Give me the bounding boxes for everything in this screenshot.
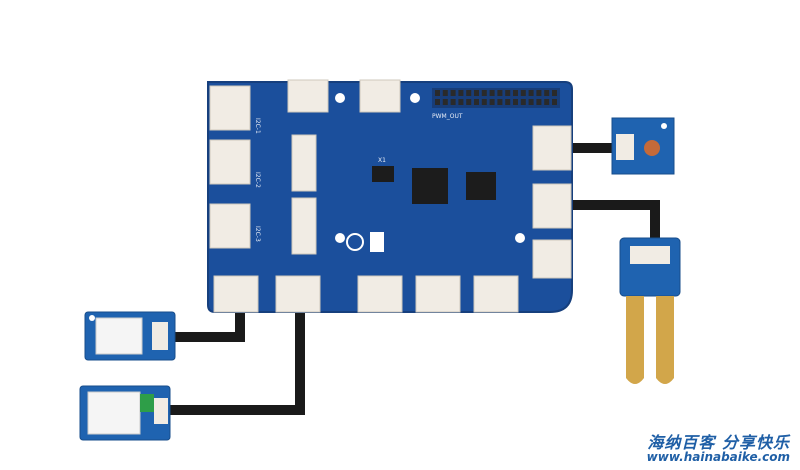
chip-secondary <box>466 172 496 200</box>
mount-hole-2 <box>410 93 420 103</box>
relay-body <box>87 391 141 435</box>
connector-bottom-4 <box>415 275 461 313</box>
cables <box>168 143 660 415</box>
header-pin <box>513 99 518 105</box>
silk-i2c-3: I2C-3 <box>254 226 261 242</box>
light-sensor-photocell <box>644 140 660 156</box>
pin-header <box>432 88 560 108</box>
hub-board: I2C-1 I2C-2 I2C-3 PWM_OUT X1 <box>207 79 573 313</box>
mount-hole-4 <box>515 233 525 243</box>
hub-logo <box>346 233 364 251</box>
connector-center-2 <box>291 197 317 255</box>
cable-relay <box>168 305 305 415</box>
header-pin <box>450 90 456 96</box>
moisture-probe-right <box>656 296 674 384</box>
dht-hole <box>89 315 95 321</box>
header-pin <box>435 90 440 96</box>
header-pin <box>528 90 534 96</box>
connector-top-1 <box>287 79 329 113</box>
header-pin <box>552 90 557 96</box>
connector-bottom-1 <box>213 275 259 313</box>
watermark-title: 海纳百客 分享快乐 <box>647 432 790 452</box>
header-pin <box>458 90 464 96</box>
header-pin <box>442 90 448 96</box>
hub-badge <box>370 232 384 252</box>
header-pin <box>520 90 526 96</box>
header-pin <box>497 90 503 96</box>
chip-main <box>412 168 448 204</box>
header-pin <box>450 99 456 105</box>
header-pin <box>544 99 550 105</box>
dht-grille <box>95 317 143 355</box>
soil-moisture-sensor-icon <box>619 237 681 384</box>
header-pin <box>520 99 526 105</box>
connector-left-3 <box>209 203 251 249</box>
header-pin <box>536 90 542 96</box>
connector-right-3 <box>532 239 572 279</box>
connector-bottom-3 <box>357 275 403 313</box>
cable-temp-humidity <box>168 305 245 342</box>
moisture-probe-left <box>626 296 644 384</box>
header-pin <box>489 90 495 96</box>
connector-right-2 <box>532 183 572 229</box>
relay-module-icon <box>79 385 171 441</box>
light-sensor-connector <box>616 134 634 160</box>
relay-terminal <box>140 394 154 412</box>
silk-i2c-1: I2C-1 <box>254 118 261 134</box>
header-pin <box>481 90 487 96</box>
header-pin <box>458 99 464 105</box>
header-pin <box>474 99 479 105</box>
header-pin <box>528 99 534 105</box>
header-pin <box>466 90 472 96</box>
light-sensor-hole <box>661 123 667 129</box>
silk-x1: X1 <box>378 157 386 164</box>
header-pin <box>513 90 518 96</box>
crystal-x1 <box>372 166 394 182</box>
header-pin <box>481 99 487 105</box>
watermark: 海纳百客 分享快乐 www.hainabaike.com <box>646 432 790 465</box>
dht-connector <box>152 322 168 350</box>
silk-i2c-2: I2C-2 <box>254 172 261 188</box>
connector-bottom-5 <box>473 275 519 313</box>
watermark-url: www.hainabaike.com <box>646 450 790 465</box>
header-pin <box>497 99 503 105</box>
cable-moisture-sensor <box>568 200 660 250</box>
connector-left-2 <box>209 139 251 185</box>
connector-top-2 <box>359 79 401 113</box>
connector-right-1 <box>532 125 572 171</box>
connector-bottom-2 <box>275 275 321 313</box>
silk-pwm: PWM_OUT <box>432 113 463 120</box>
header-pin <box>466 99 472 105</box>
connector-left-1 <box>209 85 251 131</box>
header-pin <box>442 99 448 105</box>
header-pin <box>505 90 511 96</box>
header-pin <box>505 99 511 105</box>
moisture-connector <box>630 246 670 264</box>
temperature-humidity-sensor-icon <box>84 311 176 361</box>
connector-center-1 <box>291 134 317 192</box>
light-sensor-module-icon <box>611 117 675 175</box>
header-pin <box>552 99 557 105</box>
header-pin <box>474 90 479 96</box>
header-pin <box>435 99 440 105</box>
header-pin <box>544 90 550 96</box>
mount-hole-1 <box>335 93 345 103</box>
header-pin <box>489 99 495 105</box>
pin-header-pins <box>435 90 557 105</box>
relay-connector <box>154 398 168 424</box>
header-pin <box>536 99 542 105</box>
mount-hole-3 <box>335 233 345 243</box>
